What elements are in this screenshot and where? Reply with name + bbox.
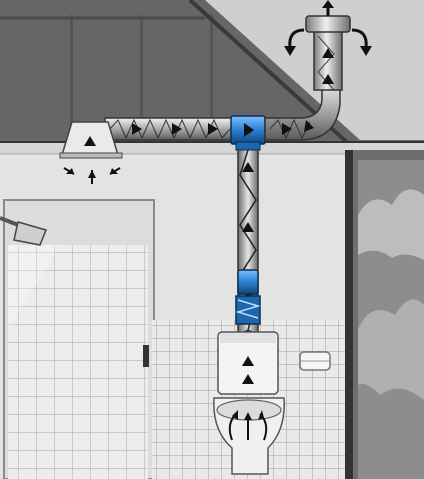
window-with-clouds — [345, 150, 424, 479]
toilet-paper-holder — [300, 352, 330, 370]
flexible-duct — [105, 118, 235, 140]
blue-inline-fan — [236, 270, 260, 324]
blue-tee-junction — [231, 116, 265, 150]
